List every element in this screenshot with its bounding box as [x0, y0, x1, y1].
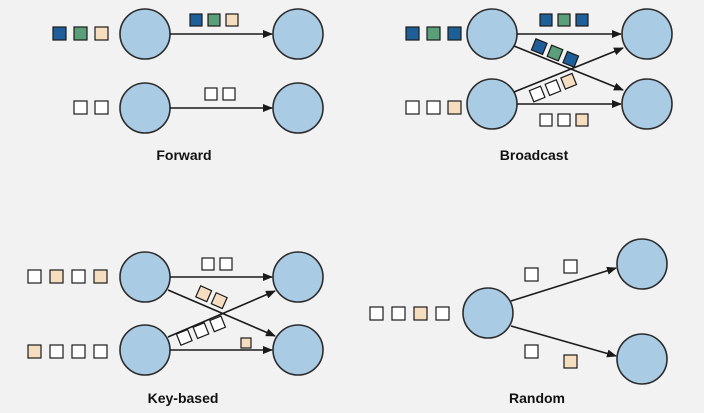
- record-dark-blue: [575, 13, 589, 27]
- record-peach: [560, 72, 578, 90]
- record-peach: [27, 344, 42, 359]
- record-white: [222, 87, 236, 101]
- record-peach: [447, 100, 462, 115]
- record-green: [426, 26, 441, 41]
- record-white: [175, 328, 193, 346]
- record-peach: [93, 269, 108, 284]
- source-node: [119, 251, 171, 303]
- random-panel: Random: [369, 238, 668, 406]
- record-white: [204, 87, 218, 101]
- record-green: [73, 26, 88, 41]
- broadcast-panel: Broadcast: [405, 8, 673, 163]
- target-node: [621, 78, 673, 130]
- forward-panel: Forward: [52, 8, 324, 163]
- record-white: [563, 259, 578, 274]
- record-dark-blue: [530, 38, 548, 56]
- source-node: [119, 324, 171, 376]
- source-node: [119, 82, 171, 134]
- record-white: [93, 344, 108, 359]
- record-peach: [563, 354, 578, 369]
- record-white: [426, 100, 441, 115]
- target-node: [272, 82, 324, 134]
- record-peach: [94, 26, 109, 41]
- record-white: [49, 344, 64, 359]
- record-white: [524, 344, 539, 359]
- source-node: [466, 78, 518, 130]
- target-node: [272, 8, 324, 60]
- record-peach: [575, 113, 589, 127]
- broadcast-edge: [513, 45, 624, 91]
- record-white: [544, 79, 562, 97]
- record-white: [435, 306, 450, 321]
- record-white: [27, 269, 42, 284]
- record-white: [201, 257, 215, 271]
- panel-label: Broadcast: [500, 147, 569, 163]
- record-white: [219, 257, 233, 271]
- panel-label: Forward: [156, 147, 211, 163]
- record-white: [209, 315, 227, 333]
- record-dark-blue: [447, 26, 462, 41]
- target-node: [272, 251, 324, 303]
- record-white: [557, 113, 571, 127]
- record-green: [207, 13, 221, 27]
- record-dark-blue: [52, 26, 67, 41]
- record-peach: [194, 285, 213, 303]
- broadcast-edge: [513, 47, 624, 93]
- target-node: [616, 333, 668, 385]
- record-white: [391, 306, 406, 321]
- key-based-panel: Key-based: [27, 251, 324, 406]
- record-dark-blue: [189, 13, 203, 27]
- key-based-edge: [167, 290, 276, 338]
- record-dark-blue: [405, 26, 420, 41]
- record-white: [192, 322, 210, 340]
- record-peach: [49, 269, 64, 284]
- record-white: [73, 100, 88, 115]
- record-dark-blue: [539, 13, 553, 27]
- target-node: [621, 8, 673, 60]
- record-white: [94, 100, 109, 115]
- record-white: [524, 267, 539, 282]
- panel-label: Key-based: [148, 390, 219, 406]
- record-green: [557, 13, 571, 27]
- record-peach: [240, 337, 252, 349]
- record-white: [369, 306, 384, 321]
- record-white: [528, 85, 546, 103]
- source-node: [466, 8, 518, 60]
- source-node: [119, 8, 171, 60]
- record-green: [546, 44, 564, 62]
- panel-label: Random: [509, 390, 565, 406]
- random-edge: [510, 266, 617, 302]
- record-white: [405, 100, 420, 115]
- record-peach: [225, 13, 239, 27]
- record-white: [71, 269, 86, 284]
- random-edge: [510, 325, 617, 358]
- record-dark-blue: [562, 50, 580, 68]
- key-based-edge: [167, 289, 276, 337]
- target-node: [616, 238, 668, 290]
- source-node: [462, 287, 514, 339]
- record-white: [71, 344, 86, 359]
- record-peach: [210, 291, 228, 310]
- record-white: [539, 113, 553, 127]
- record-peach: [413, 306, 428, 321]
- target-node: [272, 324, 324, 376]
